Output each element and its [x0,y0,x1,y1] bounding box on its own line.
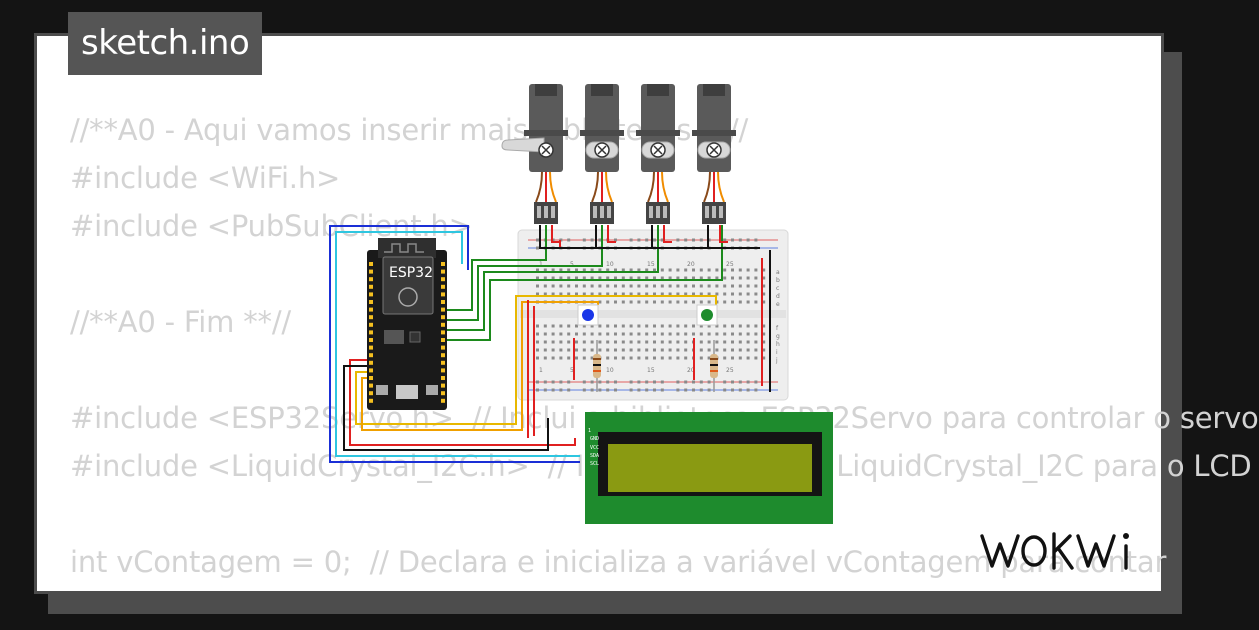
lcd-pin-label: 1 [588,428,591,434]
bb-col-label: 25 [726,367,734,374]
push-button-blue[interactable] [577,304,599,326]
servo-motor[interactable] [692,84,736,224]
bb-col-label: 5 [570,261,574,268]
code-line: #include <WiFi.h> [70,161,341,195]
lcd-pin-label: GND [590,436,599,442]
bb-col-label: 1 [539,261,543,268]
servo-motor[interactable] [636,84,680,224]
esp32-label: ESP32 [389,265,433,281]
bb-col-label: 20 [687,367,695,374]
servo-motor[interactable] [580,84,624,224]
filename-tag[interactable]: sketch.ino [68,12,263,75]
bb-row-label: e [776,301,780,308]
wokwi-logo[interactable] [978,526,1150,574]
lcd-pin-label: VCC [590,445,599,451]
resistor [710,340,718,392]
bb-col-label: 10 [606,367,614,374]
resistor [593,340,601,392]
bb-row-label: f [776,325,779,332]
code-line: //**A0 - Fim **// [70,305,291,339]
bb-col-label: 20 [687,261,695,268]
servo-motor[interactable] [501,84,568,224]
bb-row-label: d [776,293,780,300]
lcd-pin-label: SCL [590,461,599,467]
circuit-diagram: 1 5 10 15 20 25 1 5 10 15 20 25 a b c d … [329,84,833,524]
bb-row-label: h [776,341,780,348]
bb-row-label: g [776,333,780,340]
esp32-board[interactable]: ESP32 [367,238,447,410]
bb-row-label: j [775,357,778,364]
code-line: int vContagem = 0; // Declara e iniciali… [70,545,1167,579]
bb-row-label: c [776,285,779,292]
bb-col-label: 10 [606,261,614,268]
push-button-green[interactable] [696,304,718,326]
bb-row-label: a [776,269,780,276]
lcd-pin-label: SDA [590,453,599,459]
wires [329,225,771,463]
bb-col-label: 15 [647,367,655,374]
bb-col-label: 5 [570,367,574,374]
breadboard: 1 5 10 15 20 25 1 5 10 15 20 25 a b c d … [517,229,789,401]
bb-col-label: 15 [647,261,655,268]
bb-row-label: b [776,277,780,284]
bb-row-label: i [776,349,778,356]
lcd-display[interactable]: 1 GND VCC SDA SCL [585,412,833,524]
bb-col-label: 1 [539,367,543,374]
bb-col-label: 25 [726,261,734,268]
